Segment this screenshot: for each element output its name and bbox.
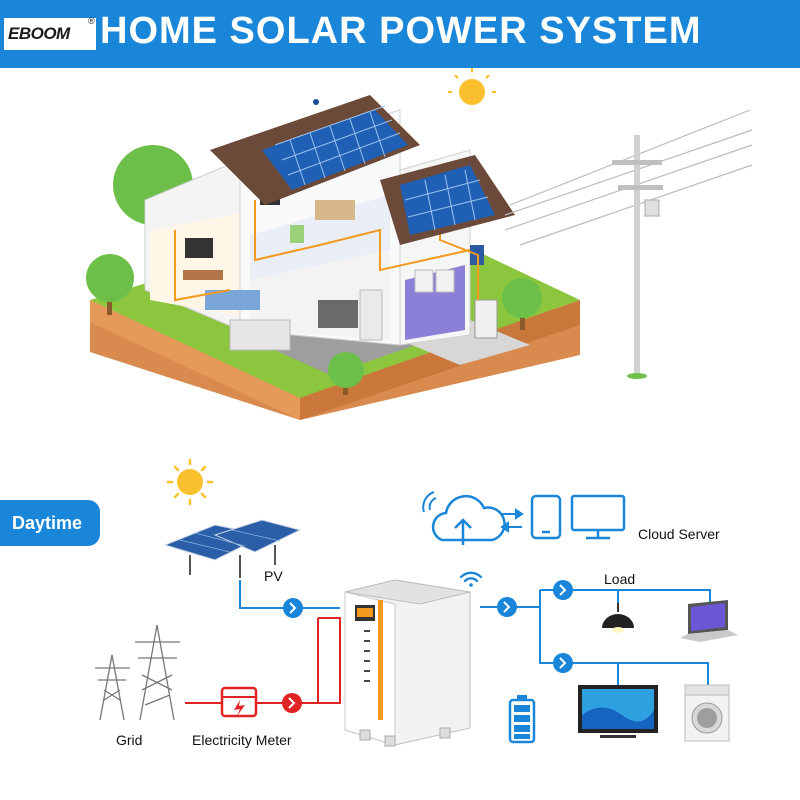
daytime-sun-icon — [166, 458, 214, 506]
meter-icon — [220, 686, 258, 718]
utility-pole — [504, 109, 753, 379]
pv-arrow-icon — [283, 598, 303, 618]
cloud-server-label: Cloud Server — [638, 526, 720, 542]
brand-logo: EBOOM — [8, 24, 70, 43]
battery-cabinet — [344, 579, 471, 747]
daytime-badge: Daytime — [0, 500, 100, 546]
page-title: HOME SOLAR POWER SYSTEM — [100, 10, 702, 52]
wifi-icon-cloud — [422, 491, 437, 513]
pv-label: PV — [264, 568, 283, 584]
trademark-mark: ® — [88, 16, 95, 26]
meter-label: Electricity Meter — [192, 732, 292, 748]
monitor-icon — [570, 494, 626, 540]
lamp-icon — [602, 603, 634, 633]
grid-label: Grid — [116, 732, 143, 748]
phone-icon — [530, 494, 562, 540]
tv-icon — [578, 685, 658, 738]
tree-left-small — [86, 254, 134, 315]
sun-icon — [448, 68, 496, 105]
header-bar — [0, 0, 800, 68]
load-arrow-bottom-icon — [553, 653, 573, 673]
cloud-upload-icon — [431, 494, 506, 545]
tree-right — [502, 278, 542, 330]
brand-logo-background — [4, 18, 96, 50]
wifi-icon-cabinet — [459, 571, 483, 587]
load-label: Load — [604, 571, 636, 587]
battery-icon — [508, 695, 536, 744]
roof-main — [210, 95, 420, 205]
solar-panel-icon — [163, 519, 302, 578]
sync-arrows-icon — [500, 508, 524, 533]
tree-front — [328, 352, 364, 395]
load-arrow-top-icon — [553, 580, 573, 600]
pv-connection-line — [239, 580, 340, 609]
grid-arrow-icon — [282, 693, 302, 713]
roof-side — [380, 155, 515, 245]
pylon-icon — [95, 624, 180, 721]
laptop-icon — [680, 600, 738, 642]
output-arrow-icon — [497, 597, 517, 617]
grid-connection-line — [185, 617, 341, 704]
washing-machine-icon — [684, 684, 730, 742]
moon-dot — [313, 99, 319, 105]
